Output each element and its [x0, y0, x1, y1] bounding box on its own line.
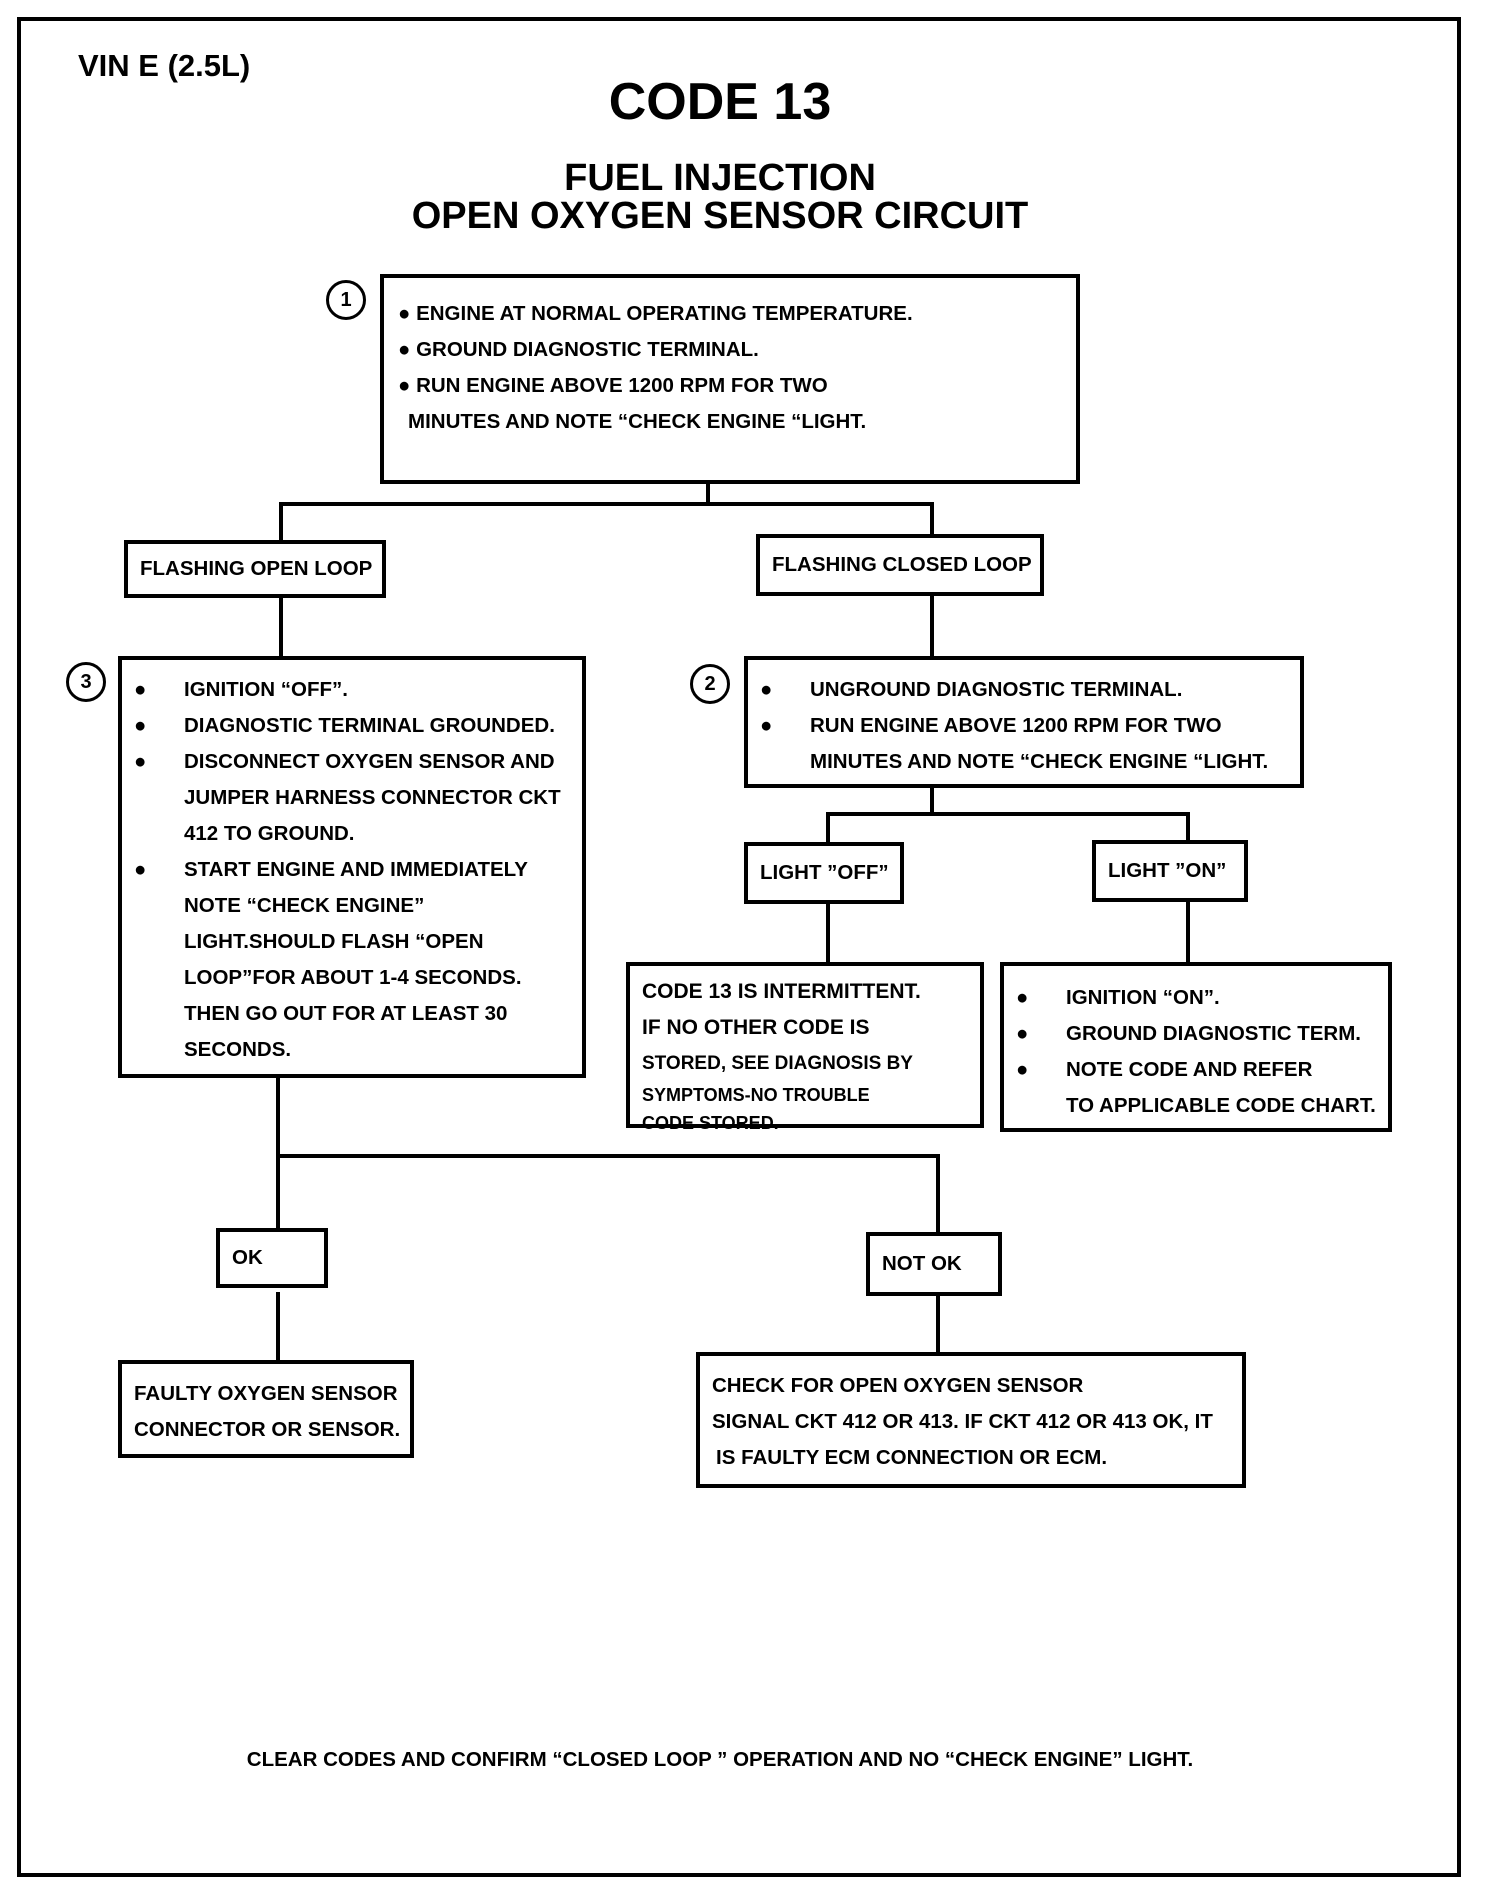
step-3-item: ●IGNITION “OFF”.: [122, 672, 582, 708]
step-2-box: ●UNGROUND DIAGNOSTIC TERMINAL. ●RUN ENGI…: [744, 656, 1304, 788]
flashing-open-loop-box: FLASHING OPEN LOOP: [124, 540, 386, 598]
connector-line: [826, 902, 830, 968]
bullet-icon: ●: [134, 714, 147, 737]
step-1-item: ● ENGINE AT NORMAL OPERATING TEMPERATURE…: [398, 302, 913, 325]
connector-line: [276, 1154, 280, 1230]
step-1-item-continuation: MINUTES AND NOTE “CHECK ENGINE “LIGHT.: [408, 410, 867, 433]
bullet-icon: ●: [398, 374, 417, 397]
step-1-item: ● RUN ENGINE ABOVE 1200 RPM FOR TWO: [398, 374, 828, 397]
step-3-item-continuation: LOOP”FOR ABOUT 1-4 SECONDS.: [184, 966, 522, 989]
faulty-sensor-line: FAULTY OXYGEN SENSOR: [134, 1382, 398, 1405]
bullet-icon: ●: [398, 338, 417, 361]
step-3-item: ●START ENGINE AND IMMEDIATELY: [122, 852, 582, 888]
faulty-sensor-box: FAULTY OXYGEN SENSOR CONNECTOR OR SENSOR…: [118, 1360, 414, 1458]
check-open-box: CHECK FOR OPEN OXYGEN SENSOR SIGNAL CKT …: [696, 1352, 1246, 1488]
step-number-1: 1: [326, 280, 366, 320]
page-frame: [17, 17, 1461, 1877]
connector-line: [279, 596, 283, 658]
bullet-icon: ●: [134, 678, 147, 701]
step-3-item: ●DIAGNOSTIC TERMINAL GROUNDED.: [122, 708, 582, 744]
bullet-icon: ●: [398, 302, 417, 325]
intermittent-line: CODE 13 IS INTERMITTENT.: [642, 980, 921, 1003]
step-3-item-continuation: LIGHT.SHOULD FLASH “OPEN: [184, 930, 484, 953]
vin-label: VIN E (2.5L): [78, 48, 251, 83]
ok-box: OK: [216, 1228, 328, 1288]
ignition-on-item: ●NOTE CODE AND REFER: [1004, 1052, 1388, 1088]
step-3-box: ●IGNITION “OFF”. ●DIAGNOSTIC TERMINAL GR…: [118, 656, 586, 1078]
check-open-line: SIGNAL CKT 412 OR 413. IF CKT 412 OR 413…: [712, 1410, 1213, 1433]
step-2-item: ●UNGROUND DIAGNOSTIC TERMINAL.: [748, 672, 1300, 708]
ignition-on-item: ●IGNITION “ON”.: [1004, 980, 1388, 1016]
connector-line: [276, 1154, 940, 1158]
step-2-item-continuation: MINUTES AND NOTE “CHECK ENGINE “LIGHT.: [810, 750, 1269, 773]
connector-line: [1186, 900, 1190, 966]
intermittent-line: STORED, SEE DIAGNOSIS BY: [642, 1053, 913, 1074]
step-3-item-continuation: JUMPER HARNESS CONNECTOR CKT: [184, 786, 561, 809]
step-3-item-continuation: THEN GO OUT FOR AT LEAST 30: [184, 1002, 508, 1025]
step-1-box: ● ENGINE AT NORMAL OPERATING TEMPERATURE…: [380, 274, 1080, 484]
bullet-icon: ●: [134, 750, 147, 773]
step-3-item-continuation: 412 TO GROUND.: [184, 822, 355, 845]
not-ok-box: NOT OK: [866, 1232, 1002, 1296]
bullet-icon: ●: [760, 678, 773, 701]
step-1-item: ● GROUND DIAGNOSTIC TERMINAL.: [398, 338, 759, 361]
connector-line: [279, 502, 934, 506]
step-number-2: 2: [690, 664, 730, 704]
step-2-item: ●RUN ENGINE ABOVE 1200 RPM FOR TWO: [748, 708, 1300, 744]
ignition-on-item: ●GROUND DIAGNOSTIC TERM.: [1004, 1016, 1388, 1052]
intermittent-line: CODE STORED.: [642, 1113, 779, 1133]
step-3-item: ●DISCONNECT OXYGEN SENSOR AND: [122, 744, 582, 780]
connector-line: [826, 812, 1190, 816]
ignition-on-item-continuation: TO APPLICABLE CODE CHART.: [1066, 1094, 1376, 1117]
footer-instruction: CLEAR CODES AND CONFIRM “CLOSED LOOP ” O…: [246, 1748, 1194, 1771]
subtitle-line-1: FUEL INJECTION: [564, 157, 876, 199]
connector-line: [706, 482, 710, 504]
intermittent-box: CODE 13 IS INTERMITTENT. IF NO OTHER COD…: [626, 962, 984, 1133]
flashing-closed-loop-box: FLASHING CLOSED LOOP: [756, 534, 1044, 596]
step-number-3: 3: [66, 662, 106, 702]
ignition-on-box: ●IGNITION “ON”. ●GROUND DIAGNOSTIC TERM.…: [1000, 962, 1392, 1132]
step-3-item-continuation: NOTE “CHECK ENGINE”: [184, 894, 425, 917]
connector-line: [279, 502, 283, 542]
connector-line: [936, 1296, 940, 1354]
check-open-line: IS FAULTY ECM CONNECTION OR ECM.: [716, 1446, 1108, 1469]
connector-line: [930, 502, 934, 536]
check-open-line: CHECK FOR OPEN OXYGEN SENSOR: [712, 1374, 1084, 1397]
light-off-box: LIGHT ”OFF”: [744, 842, 904, 904]
bullet-icon: ●: [760, 714, 773, 737]
connector-line: [276, 1076, 280, 1158]
intermittent-line: SYMPTOMS-NO TROUBLE: [642, 1085, 870, 1105]
connector-line: [936, 1154, 940, 1234]
step-3-item-continuation: SECONDS.: [184, 1038, 292, 1061]
connector-line: [276, 1292, 280, 1362]
subtitle-line-2: OPEN OXYGEN SENSOR CIRCUIT: [411, 195, 1029, 237]
connector-line: [930, 594, 934, 658]
bullet-icon: ●: [134, 858, 147, 881]
faulty-sensor-line: CONNECTOR OR SENSOR.: [134, 1418, 401, 1441]
light-on-box: LIGHT ”ON”: [1092, 840, 1248, 902]
connector-line: [930, 786, 934, 814]
code-title: CODE 13: [608, 73, 832, 131]
bullet-icon: ●: [1016, 986, 1029, 1009]
intermittent-line: IF NO OTHER CODE IS: [642, 1016, 870, 1039]
bullet-icon: ●: [1016, 1022, 1029, 1045]
bullet-icon: ●: [1016, 1058, 1029, 1081]
